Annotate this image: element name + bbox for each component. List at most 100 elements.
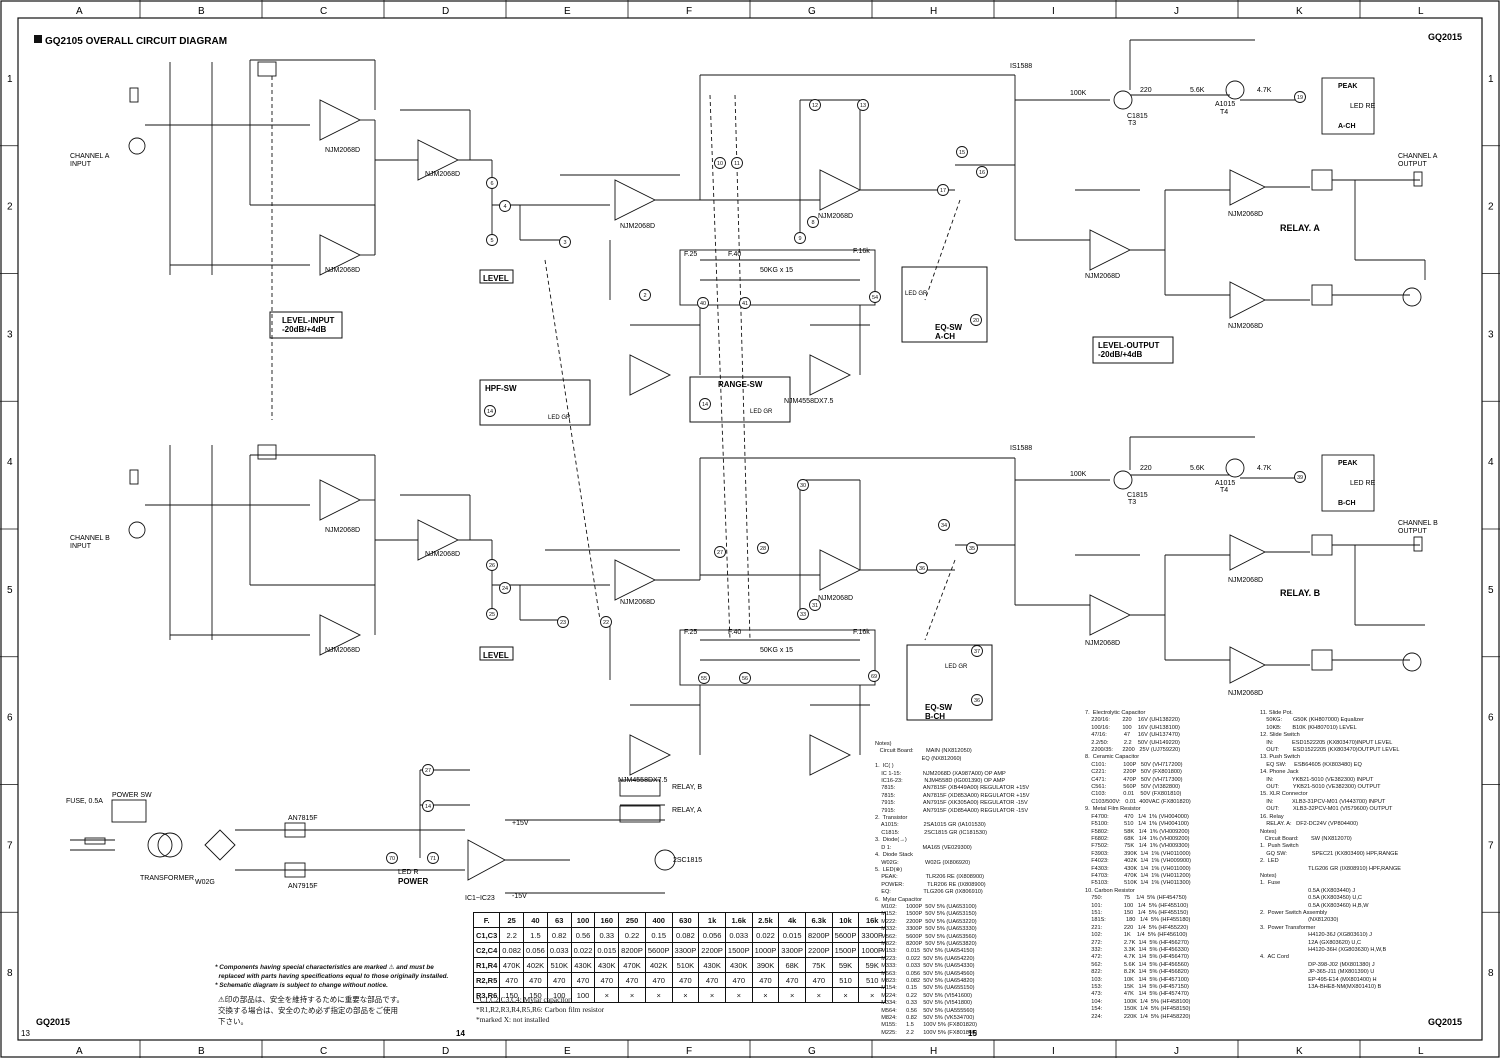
note-line: M222: 2200P 50V 5% (UA653220) [875,918,977,925]
note-line: OUT: XLB3-32PCV-M01 (VI579600) OUTPUT [1260,806,1393,813]
node-3: 3 [559,236,571,248]
svg-text:22: 22 [603,620,609,626]
grid-row-8-left: 8 [7,968,13,979]
svg-text:56: 56 [742,676,748,682]
freq-table-cell: 2.2 [499,927,525,943]
note-line: PEAK: TLR206 RE (IX808900) [875,874,985,881]
note-line: 8. Ceramic Capacitor [1085,754,1140,761]
grid-column-G-top: G [808,6,816,17]
freq-table-cell: 470 [499,972,525,988]
note-line: RELAY. A: DF2-DC24V (VP804400) [1260,821,1359,828]
power-sw-label: POWER SW [112,792,152,799]
svg-text:34: 34 [941,523,947,529]
note-line: Notes) [1260,872,1277,879]
opamp-label-b4: NJM2068D [620,599,655,606]
node-70: 70 [386,852,398,864]
grid-row-4-right: 4 [1488,457,1494,468]
note-line: IC 1-15: NJM2068D (XA987A00) OP AMP [875,770,1006,777]
grid-row-1-right: 1 [1488,74,1494,85]
freq-table-cell: 630 [671,912,700,928]
r220-b: 220 [1140,465,1152,472]
freq-table-cell: 40 [523,912,548,928]
power-supply-circuit [70,769,676,894]
svg-text:15: 15 [959,150,965,156]
freq-table-cell: 0.56 [570,927,596,943]
grid-column-K-top: K [1296,6,1303,17]
grid-row-6-left: 6 [7,713,13,724]
node-35: 35 [966,542,978,554]
node-16: 16 [976,166,988,178]
note-line: 2. Power Switch Assembly [1260,909,1328,916]
note-line: F5802: 58K 1/4 1% (VH009200) [1085,828,1190,835]
node-40: 40 [697,297,709,309]
freq-table-cell: 470K [499,957,525,973]
freq-table-cell: 3300P [671,942,700,958]
peak-a-label: PEAK [1338,83,1357,90]
freq-table-cell: 470 [671,972,700,988]
range-pot-label-b: 50KG x 15 [760,647,793,654]
a1015-b: A1015 [1215,480,1235,487]
node-4: 4 [499,200,511,212]
freq-table-cell: R1,R4 [472,957,501,973]
peak-a-ch: A-CH [1338,123,1356,130]
note-line: Notes) [1260,828,1277,835]
note-line: 101: 100 1/4 5% (HF455100) [1085,902,1189,909]
note-line: 13A-BHE8-NM(MX801410) B [1260,984,1382,991]
note-line: M822: 8200P 50V 5% (UA653820) [875,940,977,947]
node-17: 17 [937,184,949,196]
grid-column-H-top: H [930,6,937,17]
note-line: POWER: TLR206 RE (IX808900) [875,881,986,888]
svg-text:12: 12 [812,103,818,109]
grid-row-5-left: 5 [7,585,13,596]
svg-text:37: 37 [974,649,980,655]
note-line: 7815: AN7815F (XB449A00) REGULATOR +15V [875,785,1030,792]
node-27: 27 [714,546,726,558]
freq-table-cell: 68K [778,957,806,973]
an7915f-label: AN7915F [288,883,318,890]
r4-7k-a: 4.7K [1257,87,1272,94]
eq-sw-b-box [906,644,993,721]
opamp-label-a5: NJM2068D [818,213,853,220]
parts-notes-col3: 11. Slide Pot. 50KG: G50K (KH807000) Equ… [1260,710,1401,991]
freq-table-cell: 470 [523,972,548,988]
freq-table-cell: 470 [778,972,806,988]
note-line: 472: 4.7K 1/4 5% (HF456470) [1085,954,1189,961]
t3-b: T3 [1128,499,1136,506]
node-34: 34 [938,519,950,531]
r220-a: 220 [1140,87,1152,94]
svg-text:24: 24 [502,586,508,592]
svg-text:17: 17 [940,188,946,194]
freq-table-cell: 402K [523,957,548,973]
t4-a: T4 [1220,109,1228,116]
note-line: C1815: 2SC1815 GR (IC181530) [875,829,987,836]
opamp-label-b2: NJM2068D [325,647,360,654]
svg-text:5: 5 [490,238,493,244]
opamp-label-a1: NJM2068D [325,147,360,154]
opamp-label-a7: NJM2068D [1228,211,1263,218]
an7815f-label: AN7815F [288,815,318,822]
freq-table-cell: 5600P [644,942,673,958]
note-line: F5100: 510 1/4 1% (VH004100) [1085,821,1189,828]
level-a-text: LEVEL [483,274,509,283]
freq-table-cell: 1500P [831,942,860,958]
svg-text:16: 16 [979,170,985,176]
note-line: 9. Metal Film Resistor [1085,806,1141,813]
svg-text:40: 40 [700,301,706,307]
note-line: M153: 0.015 50V 5% (UA654150) [875,948,975,955]
grid-column-D-bottom: D [442,1046,449,1057]
svg-text:35: 35 [969,546,975,552]
node-20: 20 [970,314,982,326]
f25-label-a: F.25 [684,251,697,258]
freq-table-cell: × [804,987,833,1003]
freq-table-cell: C1,C3 [472,927,501,943]
node-15: 15 [956,146,968,158]
node-31: 31 [809,599,821,611]
note-line: 154: 150K 1/4 5% (HF458150) [1085,1006,1191,1013]
relay-b-coil-label: RELAY, B [672,784,702,791]
svg-text:28: 28 [760,546,766,552]
